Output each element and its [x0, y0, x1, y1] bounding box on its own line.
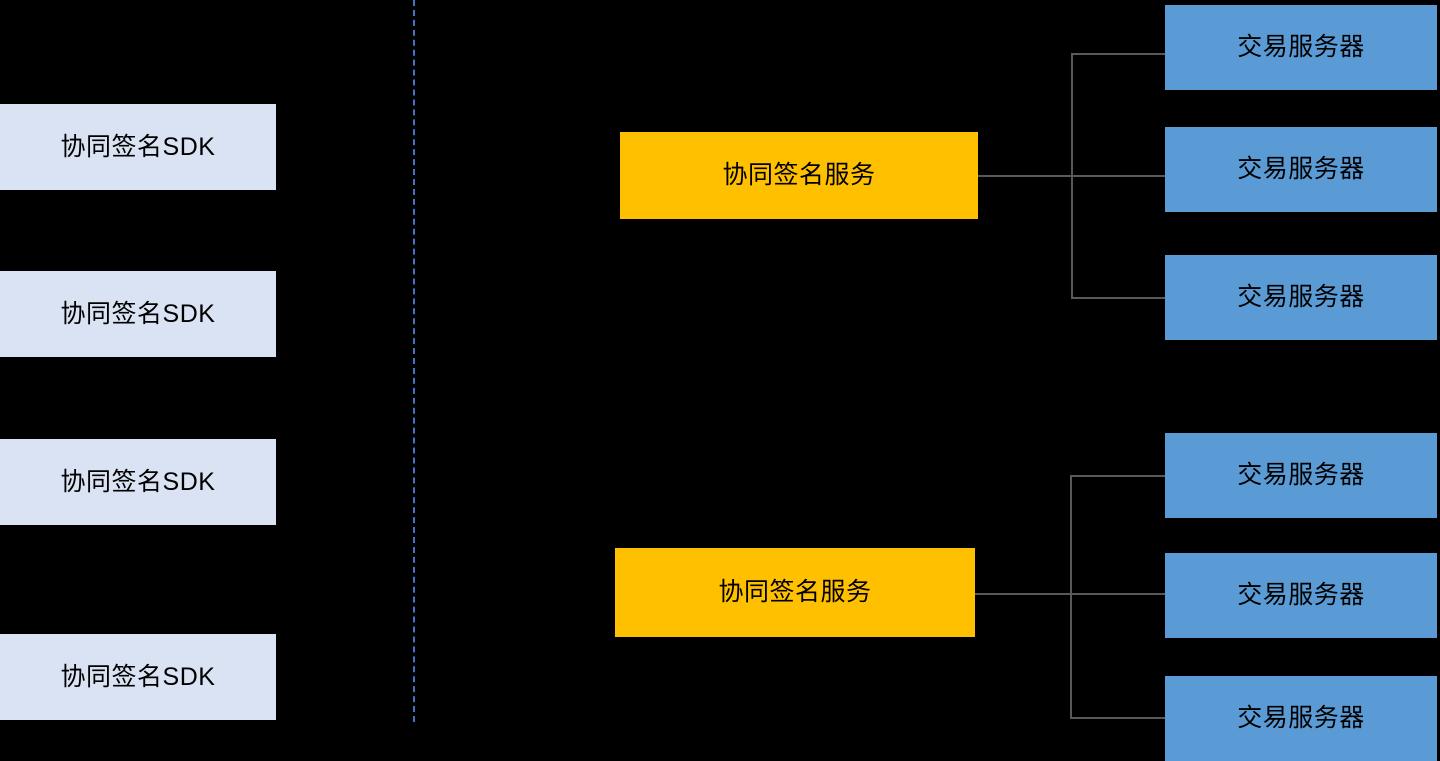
- connector-bus-to-server-3: [1071, 297, 1165, 299]
- server-node-label: 交易服务器: [1237, 283, 1365, 312]
- connector-service1-to-bus: [978, 175, 1071, 177]
- connector-bus-to-server-4: [1070, 475, 1165, 477]
- server-node-label: 交易服务器: [1237, 704, 1365, 733]
- sdk-node-label: 协同签名SDK: [60, 132, 216, 161]
- connector-bus-to-server-6: [1070, 717, 1165, 719]
- transaction-server-node-5[interactable]: 交易服务器: [1165, 553, 1437, 638]
- server-node-label: 交易服务器: [1237, 33, 1365, 62]
- boundary-divider: [413, 0, 415, 722]
- connector-bus-to-server-1: [1071, 53, 1165, 55]
- signature-service-node-2[interactable]: 协同签名服务: [615, 548, 975, 637]
- transaction-server-node-3[interactable]: 交易服务器: [1165, 255, 1437, 340]
- connector-bus-lower: [1070, 475, 1072, 719]
- sdk-node-1[interactable]: 协同签名SDK: [0, 104, 276, 190]
- signature-service-node-1[interactable]: 协同签名服务: [620, 132, 978, 219]
- sdk-node-2[interactable]: 协同签名SDK: [0, 271, 276, 357]
- connector-bus-to-server-5: [1070, 593, 1165, 595]
- sdk-node-3[interactable]: 协同签名SDK: [0, 439, 276, 525]
- connector-bus-to-server-2: [1071, 175, 1165, 177]
- sdk-node-label: 协同签名SDK: [60, 467, 216, 496]
- transaction-server-node-6[interactable]: 交易服务器: [1165, 676, 1437, 761]
- server-node-label: 交易服务器: [1237, 461, 1365, 490]
- service-node-label: 协同签名服务: [722, 161, 876, 190]
- sdk-node-label: 协同签名SDK: [60, 299, 216, 328]
- transaction-server-node-1[interactable]: 交易服务器: [1165, 5, 1437, 90]
- service-node-label: 协同签名服务: [718, 578, 872, 607]
- server-node-label: 交易服务器: [1237, 581, 1365, 610]
- transaction-server-node-2[interactable]: 交易服务器: [1165, 127, 1437, 212]
- connector-service2-to-bus: [975, 593, 1070, 595]
- sdk-node-label: 协同签名SDK: [60, 662, 216, 691]
- transaction-server-node-4[interactable]: 交易服务器: [1165, 433, 1437, 518]
- server-node-label: 交易服务器: [1237, 155, 1365, 184]
- sdk-node-4[interactable]: 协同签名SDK: [0, 634, 276, 720]
